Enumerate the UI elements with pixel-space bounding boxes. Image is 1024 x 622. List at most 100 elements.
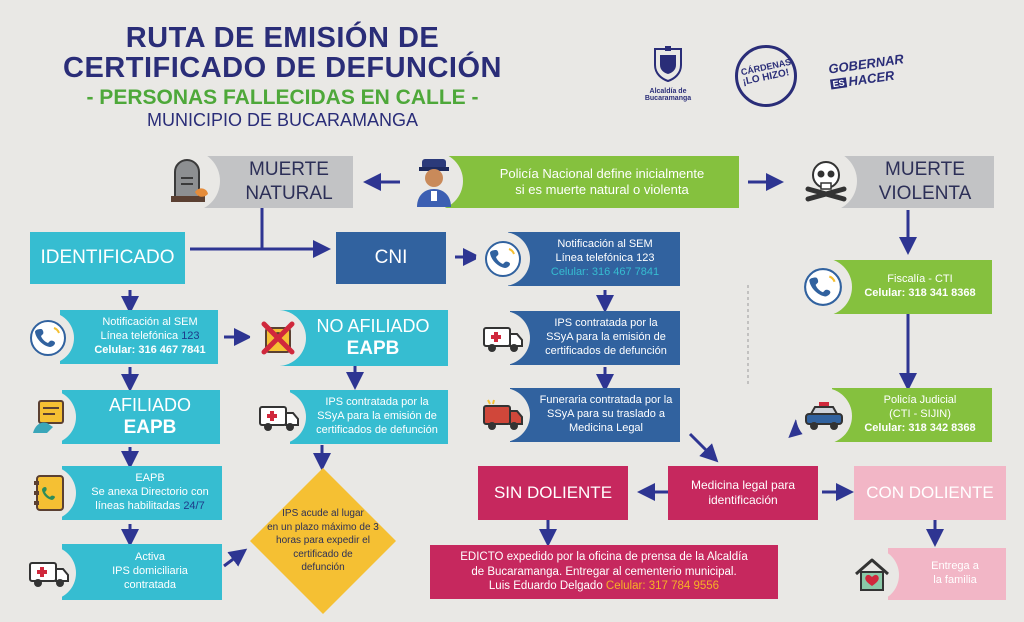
diamond-text-1: IPS acude al lugar — [282, 508, 364, 520]
fiscalia-text-2: Celular: — [864, 287, 909, 299]
afiliado-text-1: AFILIADO — [108, 394, 192, 415]
title-line-2: CERTIFICADO DE DEFUNCIÓN — [63, 52, 502, 84]
activa-text-1: Activa — [135, 551, 165, 564]
policia-text-2: si es muerte natural o violenta — [515, 182, 689, 197]
notif-left-box: Notificación al SEM Línea telefónica 123… — [60, 310, 218, 364]
ips-left-text-1: IPS contratada por la — [325, 396, 429, 409]
diamond-text-4: certificado de — [293, 548, 353, 560]
cardenas-logo: CÁRDENAS ¡LO HIZO! — [735, 45, 797, 107]
eapb-text-1: EAPB — [135, 472, 165, 485]
judicial-text-3b: 318 342 8368 — [908, 421, 976, 434]
municipality-label: MUNICIPIO DE BUCARAMANGA — [146, 110, 419, 130]
eapb-text-2: Se anexa Directorio con — [91, 486, 209, 499]
ips-cni-text-2: SSyA para la emisión de — [546, 331, 666, 344]
diamond-text-2: en un plazo máximo de 3 — [267, 521, 379, 533]
eapb-box: EAPB Se anexa Directorio con líneas habi… — [62, 466, 222, 520]
alcaldia-logo: Alcaldía de Bucaramanga — [638, 45, 698, 107]
muerte-natural-text-2: NATURAL — [245, 183, 333, 204]
medicina-legal-box: Medicina legal para identificación — [668, 466, 818, 520]
judicial-text-1: Policía Judicial — [883, 394, 957, 407]
diamond-box: IPS acude al lugar en un plazo máximo de… — [248, 466, 398, 616]
activa-text-3: contratada — [124, 578, 176, 591]
truck-icon — [476, 388, 530, 442]
cni-box: CNI — [336, 232, 446, 284]
muerte-natural-box: MUERTE NATURAL — [195, 156, 353, 208]
tombstone-icon — [158, 150, 220, 212]
activa-box: Activa IPS domiciliaria contratada — [62, 544, 222, 600]
diamond-text-5: defunción — [301, 562, 345, 574]
police-officer-icon — [405, 152, 463, 210]
title-line-1: RUTA DE EMISIÓN DE — [125, 22, 440, 54]
edicto-text-3b: Celular: 317 784 9556 — [605, 580, 720, 593]
medicina-text-1: Medicina legal para — [690, 478, 796, 492]
funeraria-box: Funeraria contratada por la SSyA para su… — [510, 388, 680, 442]
sin-doliente-box: SIN DOLIENTE — [478, 466, 628, 520]
identificado-text: IDENTIFICADO — [40, 247, 175, 269]
ips-cni-text-1: IPS contratada por la — [554, 317, 658, 330]
phonebook-icon — [22, 466, 76, 520]
ips-left-box: IPS contratada por la SSyA para la emisi… — [290, 390, 448, 444]
muerte-natural-text-1: MUERTE — [249, 159, 329, 181]
phone-icon — [794, 258, 852, 316]
notif-left-text-3: Celular: — [94, 343, 139, 356]
edicto-box: EDICTO expedido por la oficina de prensa… — [430, 545, 778, 599]
activa-text-2: IPS domiciliaria — [112, 565, 188, 578]
con-doliente-text: CON DOLIENTE — [866, 483, 994, 503]
diamond-shape — [248, 466, 398, 616]
ips-cni-text-3: certificados de defunción — [545, 344, 667, 357]
no-afiliado-text-1: NO AFILIADO — [316, 315, 430, 336]
notif-left-text-1: Notificación al SEM — [102, 316, 198, 329]
entrega-box: Entrega a la familia — [888, 548, 1006, 600]
ambulance-icon — [252, 390, 306, 444]
bracket-natural — [190, 205, 264, 251]
coat-of-arms-icon — [654, 46, 682, 83]
diamond-text-3: horas para expedir el — [276, 535, 370, 547]
notif-left-text-2b: 123 — [181, 330, 200, 343]
edicto-text-2: de Bucaramanga. Entregar al cementerio m… — [471, 565, 737, 578]
entrega-text-2: la familia — [933, 574, 977, 586]
fiscalia-text-1: Fiscalía - CTI — [887, 273, 953, 286]
police-car-icon — [796, 388, 852, 444]
house-heart-icon — [845, 548, 899, 602]
con-doliente-box: CON DOLIENTE — [854, 466, 1006, 520]
eapb-text-3b: 24/7 — [183, 499, 205, 512]
id-card-icon — [22, 390, 76, 444]
funeraria-text-1: Funeraria contratada por la — [539, 394, 673, 407]
edicto-text-1: EDICTO expedido por la oficina de prensa… — [460, 551, 748, 564]
alcaldia-text-1: Alcaldía de — [649, 88, 687, 95]
fiscalia-text-2b: 318 341 8368 — [908, 287, 976, 299]
eapb-text-3: líneas habilitadas — [95, 499, 184, 512]
notif-cni-text-2: Línea telefónica 123 — [555, 252, 655, 265]
ambulance-icon — [476, 311, 530, 365]
funeraria-text-2: SSyA para su traslado a — [546, 408, 665, 421]
subtitle-line: - PERSONAS FALLECIDAS EN CALLE - — [86, 86, 479, 109]
arrow-funeraria-medicina — [688, 432, 719, 463]
no-id-card-icon — [250, 310, 306, 366]
medicina-text-2: identificación — [708, 493, 778, 507]
policia-text-1: Policía Nacional define inicialmente — [499, 165, 705, 181]
no-afiliado-text-2: EAPB — [346, 338, 400, 360]
entrega-text-1: Entrega a — [931, 560, 979, 573]
notif-left-text-3b: 316 467 7841 — [138, 343, 206, 356]
edicto-text-3: Luis Eduardo Delgado — [488, 580, 606, 593]
judicial-text-2: (CTI - SIJIN) — [889, 408, 951, 421]
muerte-violenta-box: MUERTE VIOLENTA — [836, 156, 994, 208]
muerte-violenta-text-1: MUERTE — [885, 159, 965, 181]
funeraria-text-3: Medicina Legal — [569, 421, 643, 434]
ips-left-text-3: certificados de defunción — [316, 423, 438, 436]
phone-icon — [476, 232, 530, 286]
ips-left-text-2: SSyA para la emisión de — [317, 410, 437, 423]
notif-cni-text-1: Notificación al SEM — [557, 238, 653, 251]
fiscalia-box: Fiscalía - CTI Celular: 318 341 8368 — [832, 260, 992, 314]
sin-doliente-text: SIN DOLIENTE — [493, 483, 613, 503]
notif-cni-box: Notificación al SEM Línea telefónica 123… — [508, 232, 680, 286]
cni-text: CNI — [374, 247, 408, 269]
phone-icon — [22, 312, 74, 364]
judicial-text-3: Celular: — [864, 421, 909, 434]
alcaldia-text-2: Bucaramanga — [644, 95, 692, 102]
identificado-box: IDENTIFICADO — [30, 232, 185, 284]
afiliado-box: AFILIADO EAPB — [62, 390, 220, 444]
skull-crossbones-icon — [795, 150, 857, 212]
afiliado-text-2: EAPB — [123, 417, 177, 439]
